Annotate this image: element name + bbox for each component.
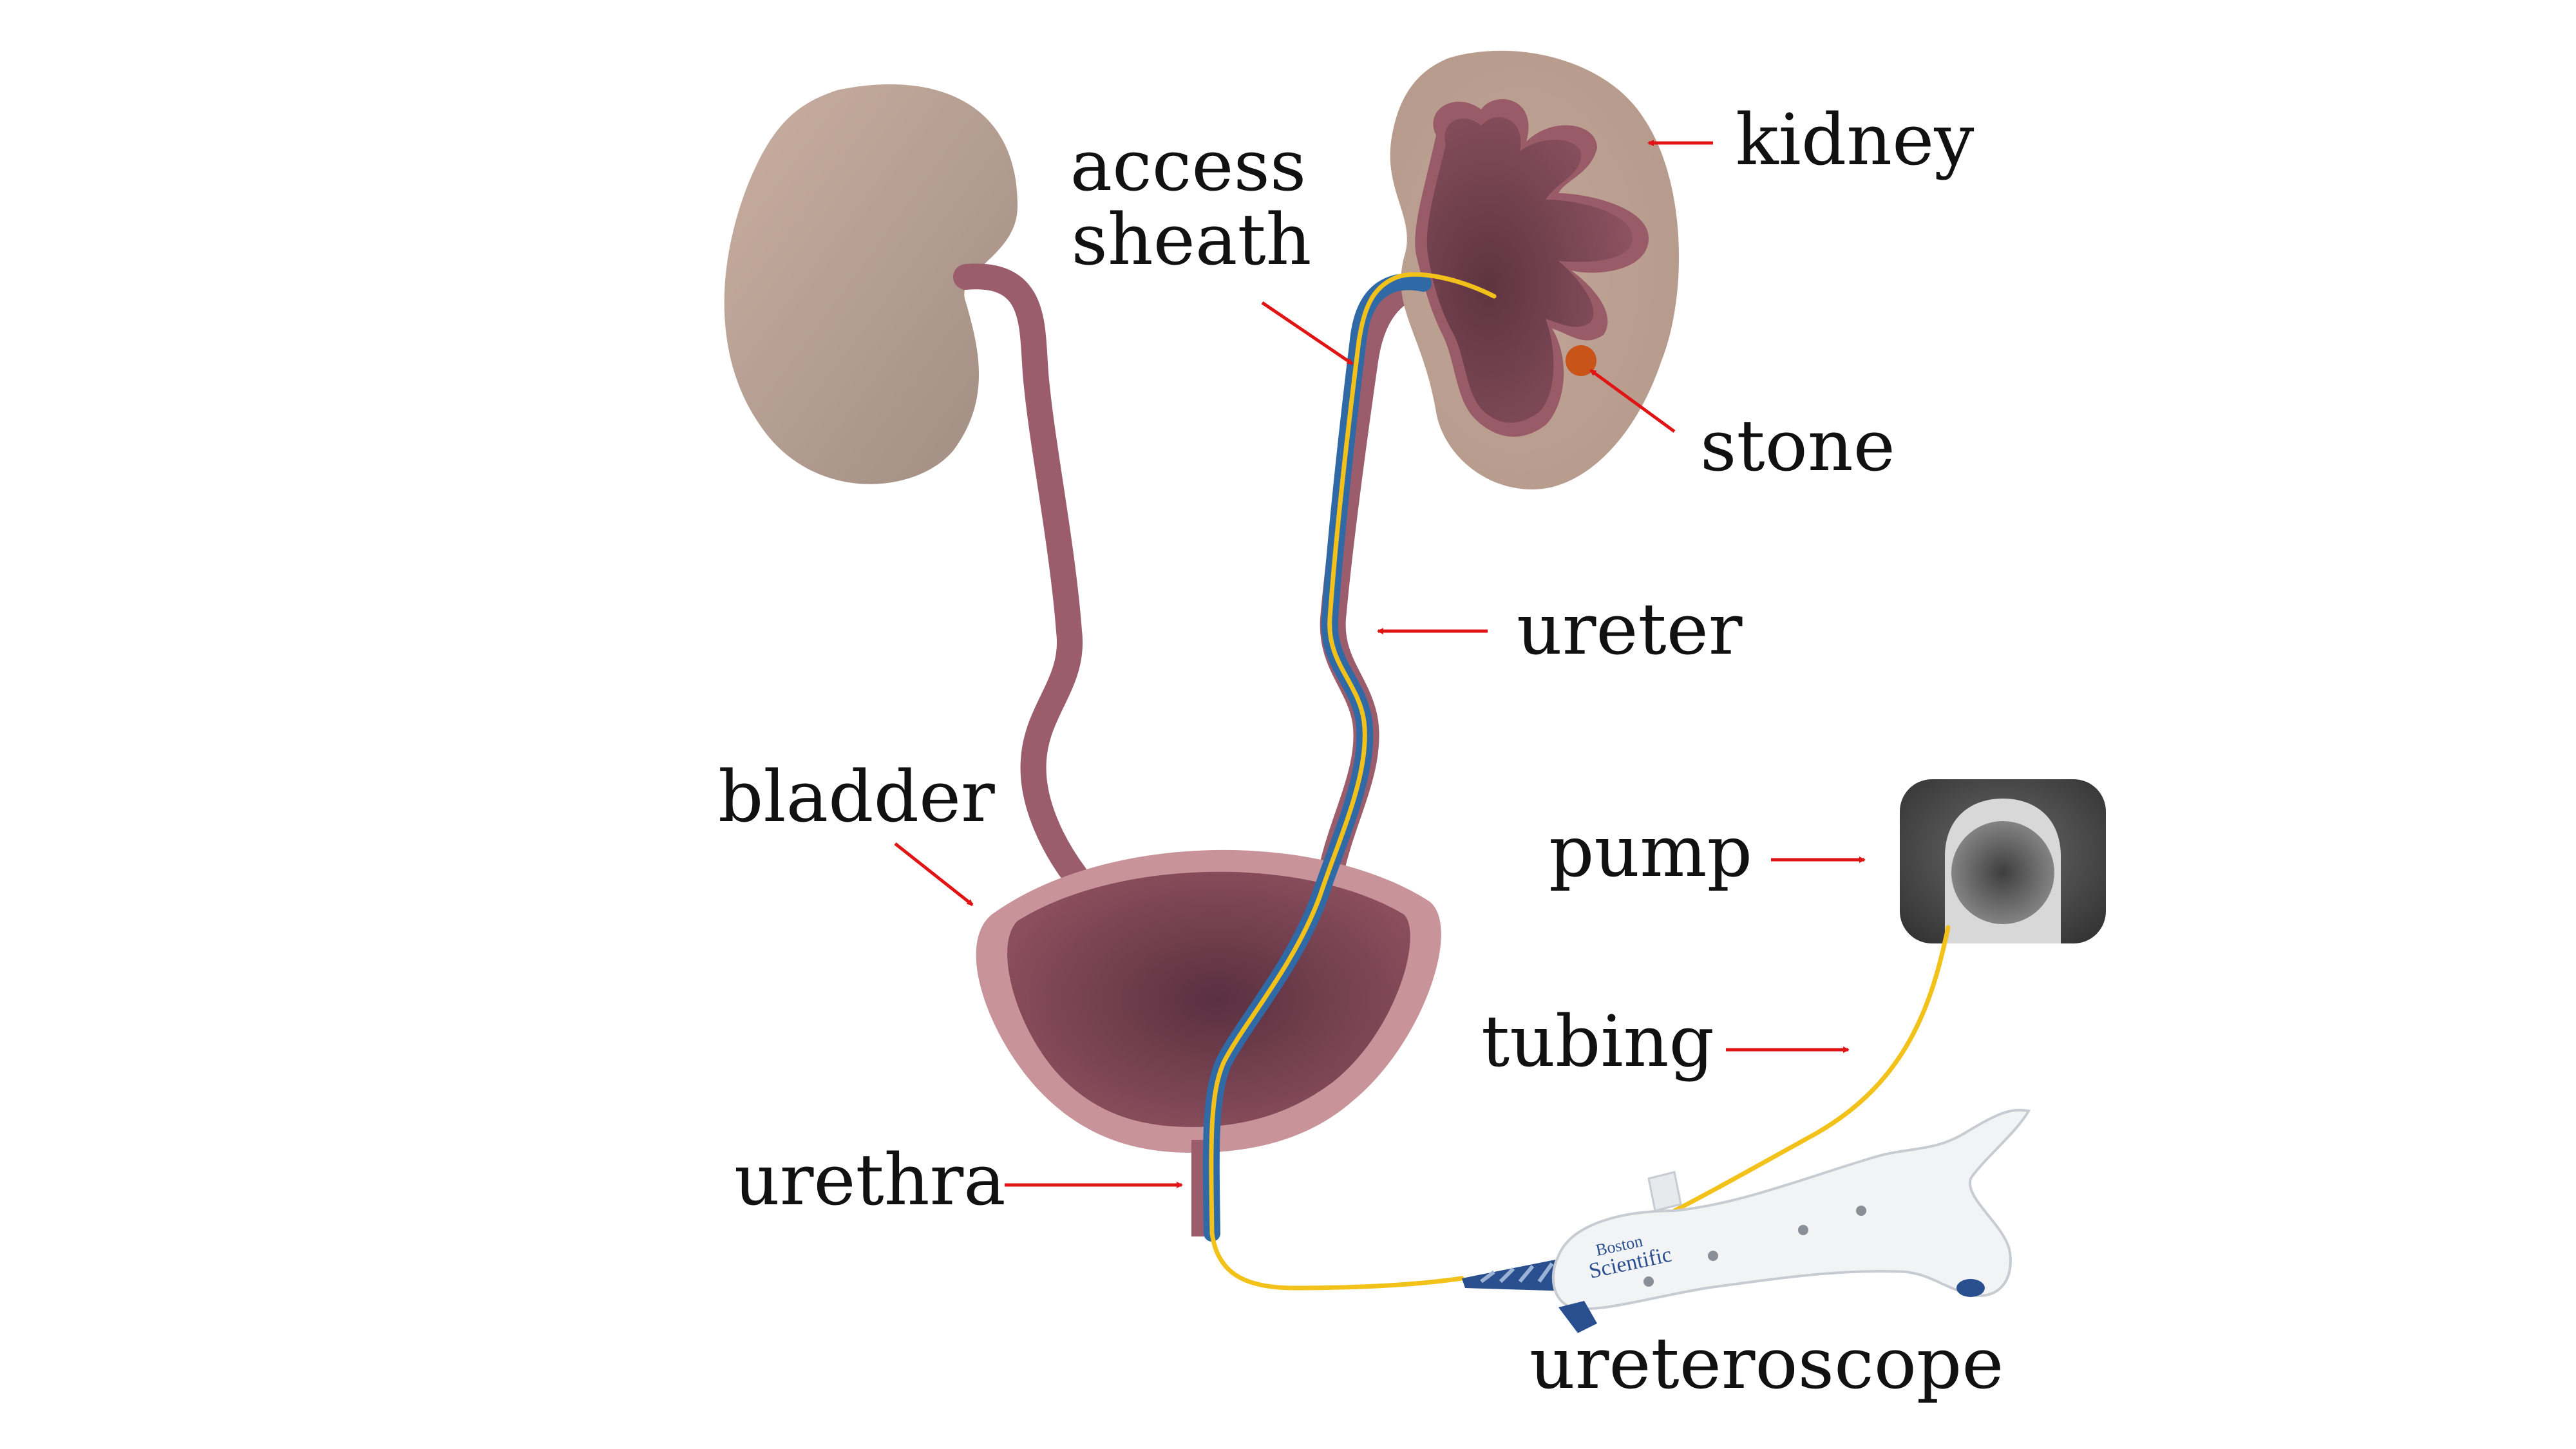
arrow-stone [1589, 368, 1676, 433]
scope-cable [1209, 1231, 1464, 1291]
guidewire [1209, 272, 1497, 1236]
label-tubing: tubing [1481, 1000, 1714, 1083]
label-pump: pump [1549, 810, 1752, 893]
label-sheath: sheath [1071, 198, 1311, 281]
label-bladder: bladder [718, 755, 995, 838]
label-stone: stone [1700, 404, 1895, 487]
left-ureter [953, 263, 1088, 889]
access-sheath [1202, 272, 1497, 1242]
tubing [1672, 925, 1951, 1213]
renal-pelvis [1415, 99, 1649, 437]
label-access: access [1070, 124, 1307, 207]
left-kidney [724, 84, 1018, 484]
label-urethra: urethra [734, 1139, 1006, 1221]
arrow-access-sheath [1261, 301, 1354, 366]
label-ureteroscope: ureteroscope [1530, 1322, 2003, 1405]
ureteroscope-device: Boston Scientific [1462, 1108, 2031, 1333]
pump [1900, 779, 2106, 943]
arrows [894, 140, 1866, 1188]
label-kidney: kidney [1736, 99, 1974, 181]
label-ureter: ureter [1517, 588, 1743, 670]
arrow-bladder [894, 842, 974, 906]
kidney-stone [1566, 345, 1596, 376]
